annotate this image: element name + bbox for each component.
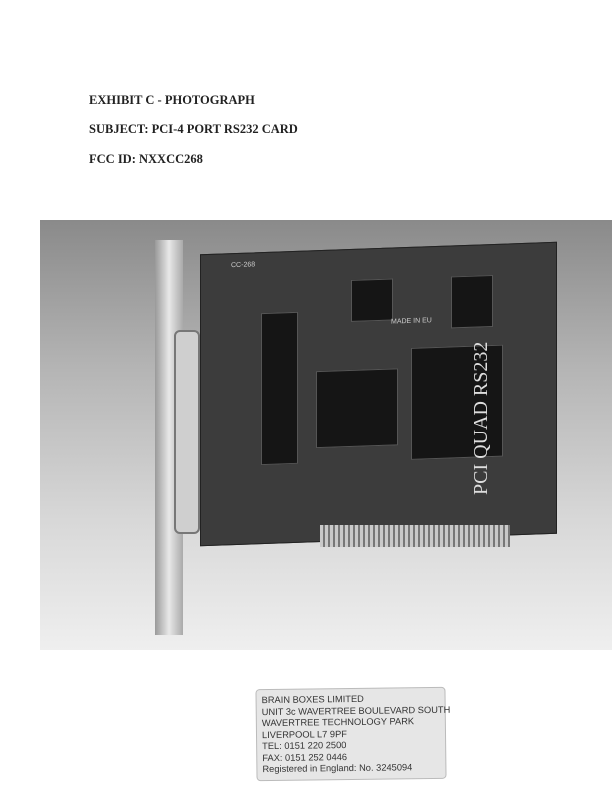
exhibit-title: EXHIBIT C - PHOTOGRAPH (89, 93, 255, 107)
address-stamp: BRAIN BOXES LIMITED UNIT 3c WAVERTREE BO… (255, 686, 450, 782)
board-label: PCI QUAD RS232 (470, 341, 492, 495)
origin-mark: MADE IN EU (391, 317, 432, 326)
pci-card-photograph: CC-268 MADE IN EU PCI QUAD RS232 (40, 220, 612, 650)
pci-edge-connector (320, 525, 510, 547)
fcc-id-line: FCC ID: NXXCC268 (89, 152, 203, 166)
circuit-board: CC-268 MADE IN EU (200, 241, 557, 547)
chip (351, 278, 393, 322)
chip (261, 311, 298, 466)
chip (451, 275, 493, 329)
db-connector (174, 330, 200, 534)
model-mark: CC-268 (231, 261, 256, 270)
stamp-line: Registered in England: No. 3245094 (262, 762, 413, 775)
subject-line: SUBJECT: PCI-4 PORT RS232 CARD (89, 122, 298, 136)
chip (316, 368, 398, 449)
